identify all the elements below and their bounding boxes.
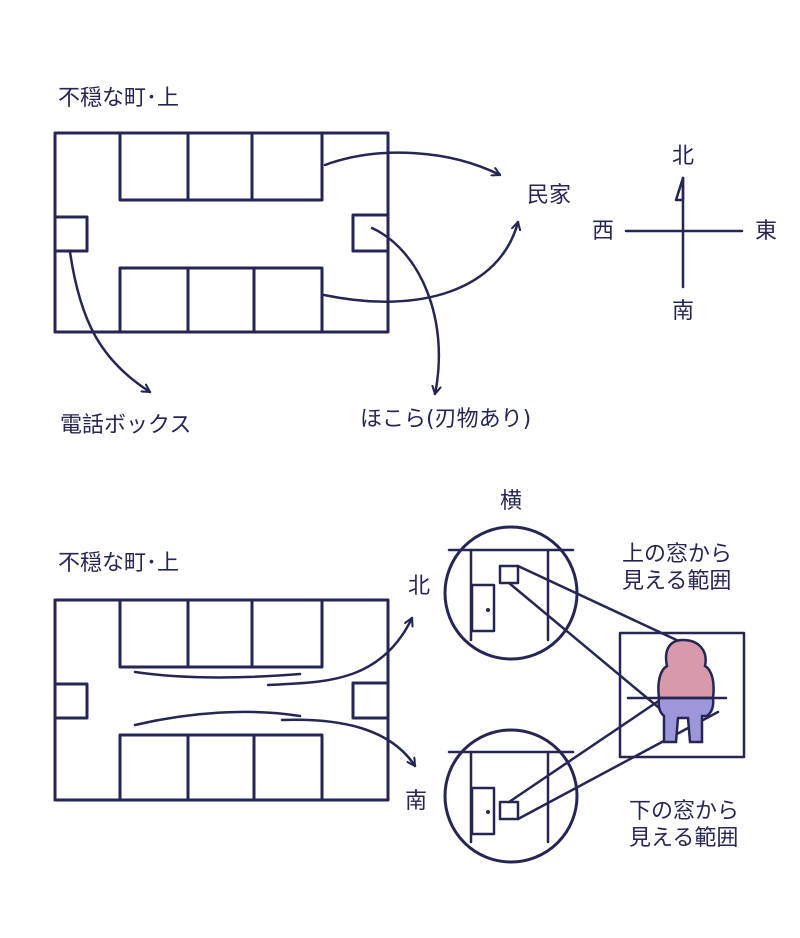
south-view-label: 南	[405, 789, 427, 814]
upper-view-text-2: 見える範囲	[622, 569, 731, 594]
top-shrine	[351, 213, 390, 253]
bottom-shrine	[351, 681, 390, 720]
south-view-door	[470, 786, 496, 836]
arrow-to-phone-booth	[68, 250, 152, 394]
compass-east-label: 東	[755, 219, 777, 244]
lower-view-line-2	[516, 710, 720, 821]
bottom-lower-house-3	[252, 733, 324, 802]
north-view-label: 北	[408, 574, 430, 599]
top-lower-houses	[118, 266, 324, 334]
person-lower-half	[657, 696, 715, 744]
viewed-area	[618, 631, 746, 759]
bottom-map: 不穏な町･上 横 北	[53, 489, 746, 864]
arrow-upper-to-house	[323, 151, 502, 175]
compass-north-label: 北	[672, 144, 694, 169]
top-upper-house-2	[186, 131, 254, 202]
bottom-map-title: 不穏な町･上	[58, 551, 179, 576]
top-upper-house-3	[250, 131, 324, 202]
top-map-title: 不穏な町･上	[58, 86, 179, 111]
south-window-view: 南	[405, 728, 579, 864]
upper-street-arrow	[266, 616, 412, 687]
compass: 北 南 西 東	[592, 144, 777, 324]
bottom-upper-house-2	[186, 598, 254, 669]
north-view-window	[498, 564, 520, 585]
person-upper-half	[657, 638, 715, 700]
top-lower-house-2	[186, 266, 256, 334]
compass-north-pointer	[674, 176, 685, 202]
top-upper-houses	[118, 131, 324, 202]
bottom-lower-houses	[118, 733, 324, 802]
viewed-area-box	[618, 631, 746, 759]
south-view-door-knob	[486, 810, 490, 814]
bottom-phone-booth	[53, 682, 89, 720]
lower-view-text-2: 見える範囲	[629, 826, 738, 851]
top-map-outline	[53, 131, 390, 334]
phone-booth-label: 電話ボックス	[60, 413, 191, 438]
upper-view-text-1: 上の窓から	[622, 542, 732, 567]
arrow-lower-to-house	[322, 220, 518, 303]
bottom-map-outline	[53, 598, 390, 802]
side-view-label: 横	[500, 489, 522, 514]
north-window-view: 北	[408, 525, 579, 661]
house-label: 民家	[527, 183, 571, 208]
south-view-circle	[443, 728, 579, 864]
shrine-label: ほこら(刃物あり)	[360, 407, 531, 432]
bottom-upper-house-1	[118, 598, 190, 669]
top-phone-booth	[53, 215, 89, 253]
bottom-lower-house-2	[186, 733, 256, 802]
lower-view-text-1: 下の窓から	[629, 799, 739, 824]
north-view-circle	[443, 525, 579, 661]
north-view-door	[470, 583, 496, 633]
bottom-upper-houses	[118, 598, 324, 669]
upper-view-line-2	[507, 581, 666, 714]
lower-street-arrow	[280, 718, 417, 768]
top-lower-house-3	[252, 266, 324, 334]
bottom-upper-house-3	[250, 598, 324, 669]
top-lower-house-1	[118, 266, 190, 334]
south-view-window	[498, 800, 520, 821]
top-map: 不穏な町･上 民家 電話ボックス ほこら(刃物あり)	[53, 86, 571, 438]
compass-west-label: 西	[592, 219, 614, 244]
lower-street-stroke-1	[133, 710, 302, 727]
top-upper-house-1	[118, 131, 190, 202]
upper-view-line-1	[516, 564, 685, 645]
upper-street-stroke-1	[133, 670, 302, 679]
north-view-door-knob	[486, 608, 490, 612]
compass-south-label: 南	[672, 299, 694, 324]
bottom-lower-house-1	[118, 733, 190, 802]
arrow-to-shrine	[370, 226, 439, 396]
lower-view-line-1	[507, 698, 662, 804]
